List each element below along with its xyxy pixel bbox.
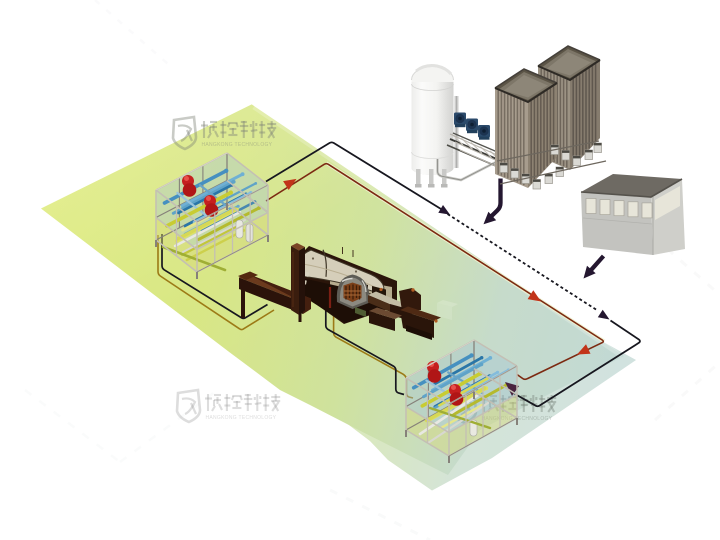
svg-text:HANGKONG TECHNOLOGY: HANGKONG TECHNOLOGY [206, 415, 277, 421]
svg-text:HANGKONG TECHNOLOGY: HANGKONG TECHNOLOGY [202, 142, 273, 148]
